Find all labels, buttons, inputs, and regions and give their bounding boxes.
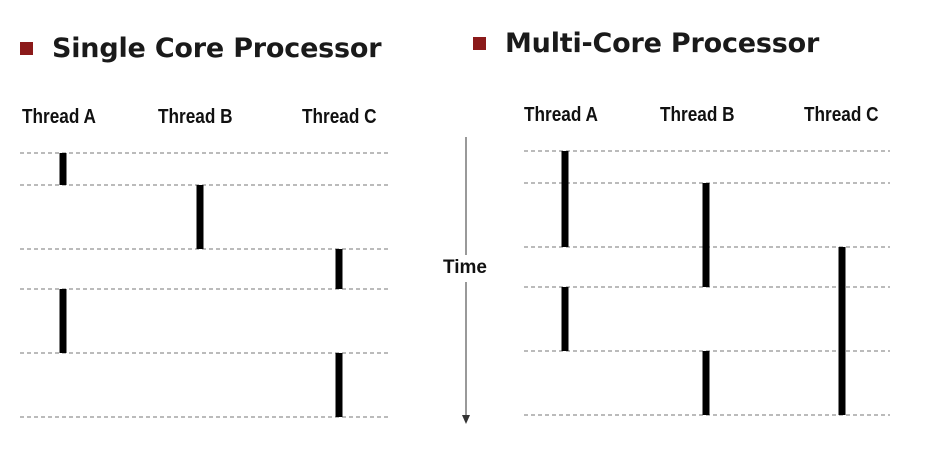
single-core-thread-a-execution-bar [59, 153, 67, 185]
square-bullet-icon [473, 37, 486, 50]
single-core-execution-bars [59, 153, 343, 417]
multi-core-title-text: Multi-Core Processor [505, 28, 820, 59]
single-core-thread-c-execution-bar [335, 249, 343, 289]
multi-core-thread-c-execution-bar [838, 247, 846, 415]
multi-core-title: Multi-Core Processor [473, 28, 819, 59]
single-core-title: Single Core Processor [20, 33, 382, 64]
single-core-title-text: Single Core Processor [52, 33, 382, 64]
single-core-thread-c-execution-bar [335, 353, 343, 417]
single-core-thread-b-label: Thread B [158, 106, 233, 128]
multi-core-thread-c-label: Thread C [804, 104, 879, 126]
single-core-thread-c-label: Thread C [302, 106, 377, 128]
multi-core-thread-a-label: Thread A [524, 104, 598, 126]
multi-core-thread-b-label: Thread B [660, 104, 735, 126]
multi-core-thread-a-execution-bar [561, 287, 569, 351]
single-core-thread-b-execution-bar [196, 185, 204, 249]
time-axis-label: Time [443, 257, 488, 278]
time-axis [462, 137, 470, 424]
single-core-time-slot-lines [20, 152, 388, 418]
down-arrow-icon [462, 415, 470, 424]
single-core-thread-a-label: Thread A [22, 106, 96, 128]
multi-core-execution-bars [561, 151, 846, 415]
multi-core-thread-b-execution-bar [702, 351, 710, 415]
single-core-thread-a-execution-bar [59, 289, 67, 353]
multi-core-thread-b-execution-bar [702, 183, 710, 287]
multi-core-thread-a-execution-bar [561, 151, 569, 247]
square-bullet-icon [20, 42, 33, 55]
